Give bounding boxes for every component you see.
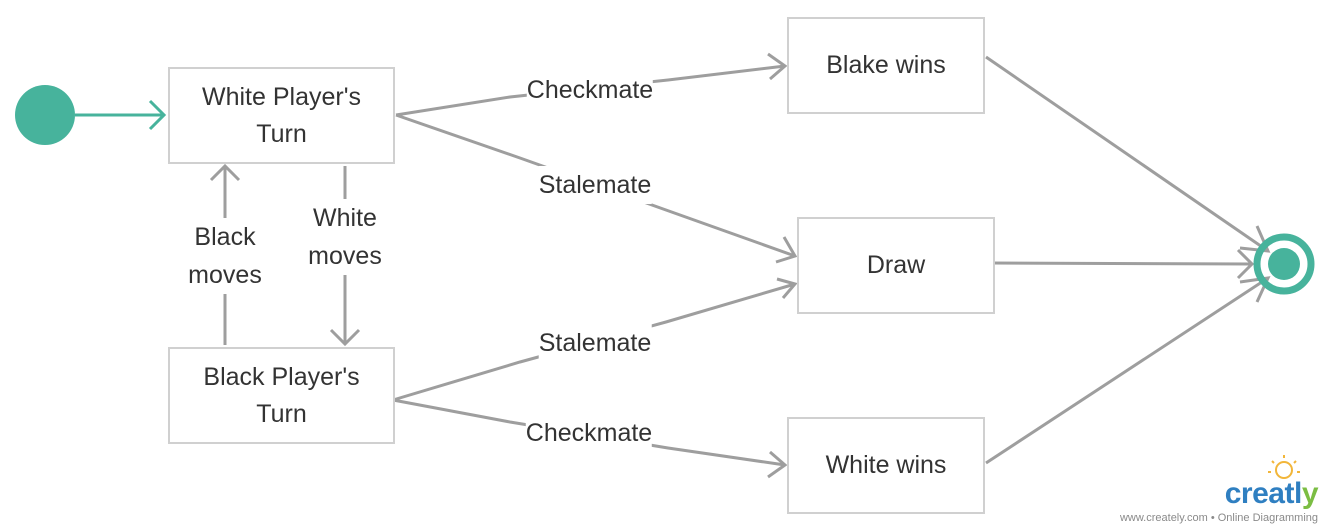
- state-black-turn: Black Player's Turn: [168, 347, 395, 444]
- lightbulb-icon: [1268, 455, 1300, 479]
- initial-arrowhead: [148, 99, 167, 131]
- blake-wins-to-final-edge: [985, 55, 1269, 253]
- blake-wins-final-arrowhead: [1239, 225, 1271, 253]
- state-white-turn: White Player's Turn: [168, 67, 395, 164]
- white-wins-final-arrowhead: [1239, 276, 1271, 303]
- final-state-ring: [1253, 233, 1315, 295]
- checkmate-bottom-arrowhead: [767, 450, 788, 479]
- creately-watermark: creatly www.creately.com • Online Diagra…: [1119, 477, 1319, 524]
- label-stalemate-bottom: Stalemate: [538, 324, 652, 362]
- black-moves-arrowhead: [209, 163, 241, 182]
- checkmate-top-arrowhead: [767, 52, 788, 81]
- white-wins-to-final-edge: [985, 276, 1269, 465]
- stalemate-top-arrowhead: [775, 236, 798, 264]
- label-white-moves: White moves: [308, 199, 382, 275]
- white-moves-arrowhead: [329, 328, 361, 347]
- label-stalemate-top: Stalemate: [538, 166, 652, 204]
- label-checkmate-top: Checkmate: [526, 71, 654, 109]
- state-draw: Draw: [797, 217, 995, 314]
- final-state-core: [1268, 248, 1300, 280]
- label-black-moves: Black moves: [188, 218, 262, 294]
- stalemate-bottom-arrowhead: [776, 277, 798, 299]
- initial-state-node: [15, 85, 75, 145]
- draw-final-arrowhead: [1236, 248, 1255, 280]
- creately-tagline: www.creately.com • Online Diagramming: [1119, 512, 1318, 524]
- state-white-wins: White wins: [787, 417, 985, 514]
- creately-logo: creatly: [1224, 477, 1319, 510]
- label-checkmate-bottom: Checkmate: [525, 414, 653, 452]
- state-blake-wins: Blake wins: [787, 17, 985, 114]
- draw-to-final-edge: [989, 261, 1253, 266]
